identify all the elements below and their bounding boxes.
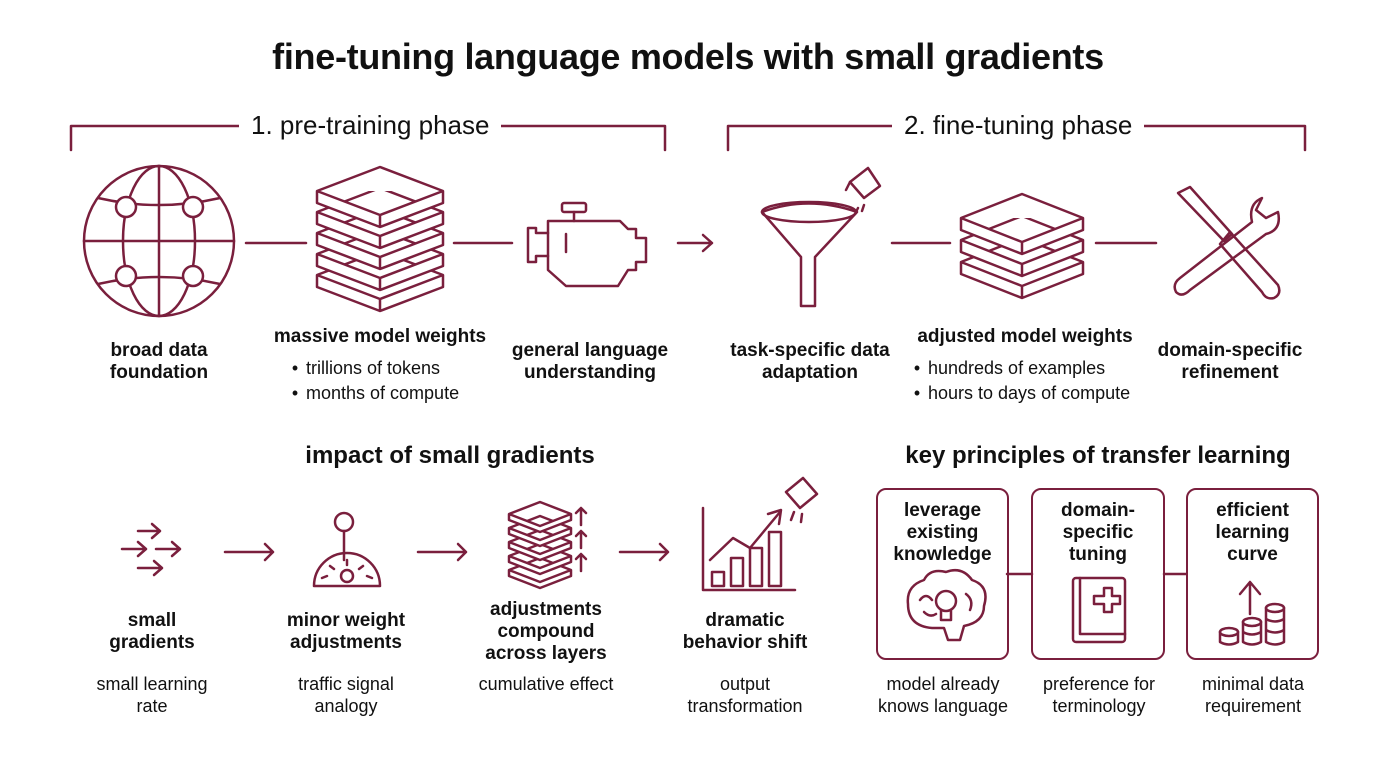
bullet-item: hours to days of compute	[906, 381, 1130, 406]
funnel-icon	[760, 166, 882, 308]
impact-step-sub: traffic signal analogy	[298, 674, 394, 716]
principle-card: efficient learning curve	[1186, 488, 1319, 660]
card-sub: preference for terminology	[1042, 674, 1156, 716]
coins-arrow-icon	[1218, 580, 1286, 646]
impact-heading: impact of small gradients	[305, 442, 595, 469]
engine-icon	[526, 201, 648, 288]
brain-bulb-icon	[906, 569, 987, 642]
impact-step-sub: cumulative effect	[478, 674, 614, 694]
impact-step-label: dramatic behavior shift	[682, 610, 808, 653]
medical-book-icon	[1071, 576, 1127, 644]
card-sub: minimal data requirement	[1201, 674, 1305, 716]
card-sub: model already knows language	[877, 674, 1009, 716]
flow-arrow	[416, 542, 468, 562]
step-bullets: hundreds of examples hours to days of co…	[906, 356, 1130, 406]
flow-arrow	[223, 542, 275, 562]
principle-card: leverage existing knowledge	[876, 488, 1009, 660]
principles-heading: key principles of transfer learning	[905, 442, 1291, 469]
principle-card: domain-specific tuning	[1031, 488, 1165, 660]
step-label: general language understanding	[511, 340, 669, 383]
bullet-item: hundreds of examples	[906, 356, 1130, 381]
phase-arrow	[676, 233, 714, 253]
flow-arrow	[618, 542, 670, 562]
page-title: fine-tuning language models with small g…	[272, 36, 1104, 77]
impact-step-sub: small learning rate	[96, 674, 208, 716]
bullet-item: months of compute	[284, 381, 459, 406]
step-label: task-specific data adaptation	[730, 340, 890, 383]
bullet-item: trillions of tokens	[284, 356, 459, 381]
card-title: leverage existing knowledge	[893, 500, 992, 565]
step-label: adjusted model weights	[917, 326, 1133, 347]
layers-up-icon	[507, 500, 588, 590]
growth-chart-icon	[701, 476, 819, 592]
impact-step-sub: output transformation	[687, 674, 803, 716]
stacked-layers-icon	[959, 192, 1085, 300]
stacked-layers-icon	[315, 165, 445, 313]
arrows-icon	[120, 522, 182, 577]
step-label: broad data foundation	[109, 340, 209, 383]
step-label: domain-specific refinement	[1157, 340, 1303, 383]
impact-step-label: minor weight adjustments	[286, 610, 406, 653]
step-bullets: trillions of tokens months of compute	[284, 356, 459, 406]
tools-icon	[1173, 185, 1281, 300]
globe-icon	[82, 164, 236, 318]
card-title: domain-specific tuning	[1061, 500, 1135, 565]
phase-label-pretraining: 1. pre-training phase	[239, 110, 502, 141]
phase-label-finetuning: 2. fine-tuning phase	[892, 110, 1145, 141]
card-title: efficient learning curve	[1215, 500, 1290, 565]
impact-step-label: small gradients	[109, 610, 195, 653]
step-label: massive model weights	[273, 326, 487, 347]
impact-step-label: adjustments compound across layers	[485, 599, 607, 664]
gauge-lever-icon	[312, 511, 382, 588]
